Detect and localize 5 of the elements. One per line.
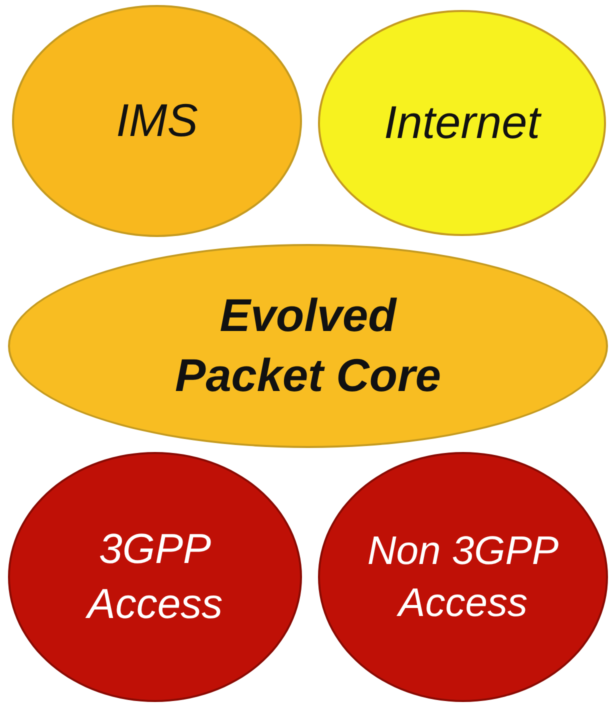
node-label: Non 3GPP Access: [366, 528, 560, 627]
node-label: Internet: [384, 95, 540, 150]
node-label: 3GPP Access: [84, 524, 224, 629]
node-label: Evolved Packet Core: [174, 288, 442, 403]
node-label: IMS: [116, 93, 198, 148]
